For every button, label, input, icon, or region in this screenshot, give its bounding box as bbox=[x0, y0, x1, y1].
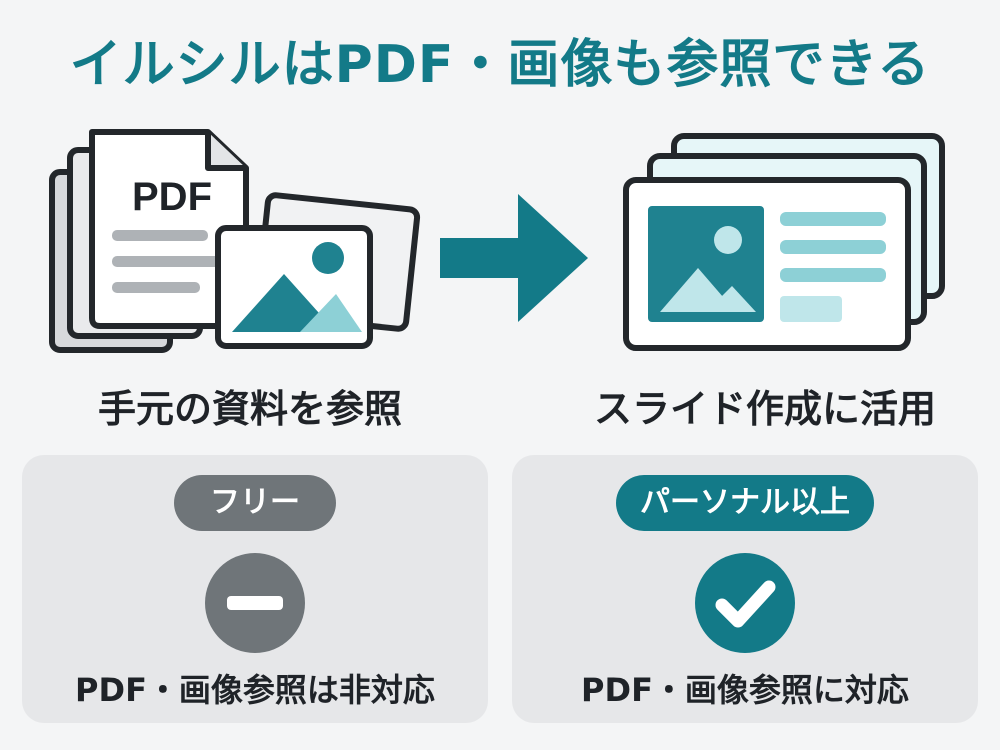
plan-card-free: フリー PDF・画像参照は非対応 bbox=[22, 455, 488, 723]
image-stack-icon bbox=[215, 192, 421, 349]
plan-card-personal: パーソナル以上 PDF・画像参照に対応 bbox=[512, 455, 978, 723]
flow-illustration: PDF bbox=[49, 129, 945, 353]
plan-description-personal: PDF・画像参照に対応 bbox=[581, 671, 909, 709]
pdf-label: PDF bbox=[132, 175, 212, 219]
check-icon bbox=[695, 553, 795, 653]
page-title: イルシルはPDF・画像も参照できる bbox=[69, 35, 931, 95]
plan-badge-free: フリー bbox=[174, 475, 336, 531]
plan-badge-personal: パーソナル以上 bbox=[616, 475, 874, 531]
arrow-right-icon bbox=[440, 194, 588, 322]
right-caption: スライド作成に活用 bbox=[593, 387, 936, 431]
left-caption: 手元の資料を参照 bbox=[97, 387, 402, 431]
plan-description-free: PDF・画像参照は非対応 bbox=[75, 671, 435, 709]
slide-stack-icon bbox=[623, 133, 945, 351]
minus-icon bbox=[205, 553, 305, 653]
pdf-document-stack-icon: PDF bbox=[49, 129, 249, 353]
